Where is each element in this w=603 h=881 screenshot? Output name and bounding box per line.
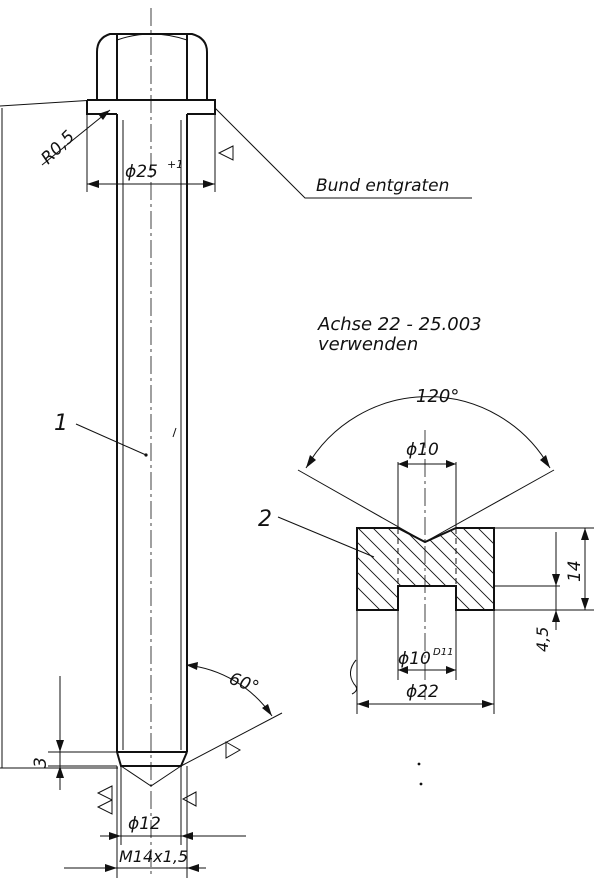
cone-angle-label: 120°	[416, 386, 459, 407]
chamfer-arrow-bottom	[56, 766, 64, 778]
cone-angle-arrow-left	[306, 455, 316, 468]
washer-note-line1: Achse 22 - 25.003	[317, 314, 482, 335]
washer-part-2: Achse 22 - 25.003 verwenden 120° ϕ10	[258, 314, 594, 786]
hex-head-outline	[96, 33, 208, 100]
item-number-1: 1	[54, 411, 68, 436]
thread-label: M14x1,5	[119, 847, 188, 866]
item-1-leader	[75, 423, 147, 456]
stray-hook-mark	[350, 659, 358, 695]
core-dim-arrow-left	[109, 832, 121, 840]
overall-length-ext-top	[0, 99, 96, 107]
item-number-2: 2	[258, 507, 272, 532]
surface-finish-symbol-chamfer	[225, 741, 242, 759]
deburr-note: Bund entgraten	[316, 176, 449, 196]
collar-dim-arrow-left	[87, 180, 99, 188]
washer-note-line2: verwenden	[318, 334, 418, 355]
outer-dia-arrow-right	[482, 700, 494, 708]
angle-arrow-top	[186, 662, 198, 670]
thread-dim-arrow-right	[187, 864, 199, 872]
angle-label: 60°	[226, 669, 261, 698]
speck-2	[419, 782, 423, 786]
recess-dia-arrow-right	[446, 666, 456, 674]
core-diameter-label: ϕ12	[128, 814, 161, 834]
collar-diameter-label: ϕ25	[125, 162, 158, 182]
radius-label: R0,5	[37, 127, 79, 169]
collar-tolerance: +1	[167, 158, 183, 171]
recess-dim-arrow-top	[552, 574, 560, 586]
bore-dim-arrow-left	[398, 460, 408, 468]
recess-dim-arrow-bottom	[552, 610, 560, 622]
stray-mark	[172, 427, 177, 438]
height-dim-arrow-bottom	[581, 598, 589, 610]
collar-dim-arrow-right	[203, 180, 215, 188]
bolt-part-1: R0,5 ϕ25 +1 Bund entgraten 1 60° 3	[0, 8, 472, 878]
washer-outline	[356, 527, 495, 611]
washer-hatching	[357, 528, 494, 610]
deburr-leader	[214, 107, 472, 199]
surface-finish-symbol-double	[96, 785, 113, 815]
chamfer-arrow-top	[56, 740, 64, 752]
radius-arrow	[98, 110, 110, 120]
cone-line-right	[424, 469, 555, 543]
chamfer-outline	[116, 751, 188, 767]
angle-arrow-right	[262, 704, 272, 716]
recess-depth-label: 4,5	[533, 627, 552, 652]
drill-point-outline	[120, 765, 182, 787]
hex-head-chamfer-arc	[116, 33, 188, 41]
surface-finish-symbol-core	[181, 791, 197, 807]
angle-extension-line	[180, 712, 283, 767]
chamfer-length-label: 3	[31, 757, 51, 768]
surface-finish-symbol-collar	[217, 145, 234, 161]
outer-diameter-label: ϕ22	[406, 682, 439, 702]
thread-dim-arrow-left	[105, 864, 117, 872]
recess-tolerance: D11	[433, 647, 453, 658]
speck-1	[417, 762, 421, 766]
angle-arc-60	[185, 664, 273, 717]
recess-dia-arrow-left	[398, 666, 408, 674]
height-dim-arrow-top	[581, 528, 589, 540]
cone-angle-arrow-right	[540, 455, 550, 468]
cone-angle-arc	[305, 396, 551, 469]
outer-dia-arrow-left	[357, 700, 369, 708]
item-2-leader	[277, 516, 375, 558]
bore-dim-arrow-right	[446, 460, 456, 468]
radius-leader	[41, 109, 111, 166]
bore-diameter-label: ϕ10	[406, 440, 439, 460]
recess-diameter-label: ϕ10	[398, 649, 431, 669]
height-label: 14	[565, 560, 585, 582]
item-1-leader-dot	[144, 453, 148, 457]
